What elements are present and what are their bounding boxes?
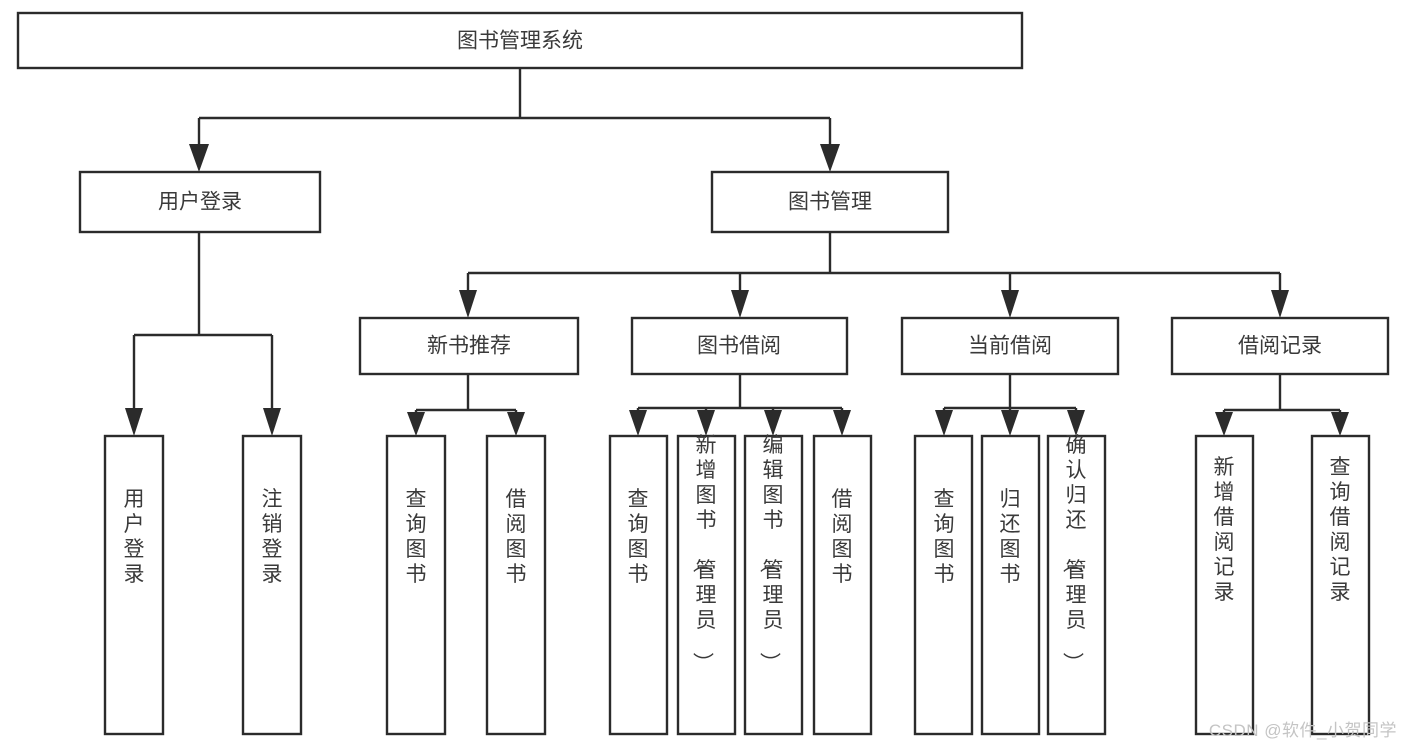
node-box-leaf-confirm-return[interactable] xyxy=(1046,434,1107,736)
arrow-head-icon xyxy=(764,410,782,436)
arrow-head-icon xyxy=(629,410,647,436)
arrow-head-icon xyxy=(1215,412,1233,436)
node-leaf-query-book-3[interactable]: 查询图书 xyxy=(913,434,974,736)
node-label-root: 图书管理系统 xyxy=(457,30,583,53)
node-leaf-confirm-return[interactable]: 确认归还（管理员） xyxy=(1046,434,1107,736)
edge-new-book-recommend-to-leaves xyxy=(407,374,525,436)
node-leaf-borrow-book-2[interactable]: 借阅图书 xyxy=(812,434,873,736)
node-leaf-user-logout[interactable]: 注销登录 xyxy=(241,434,303,736)
node-label-current-borrow: 当前借阅 xyxy=(968,335,1052,358)
edge-root-to-level2 xyxy=(189,68,840,172)
node-label-leaf-query-book-3: 查询图书 xyxy=(934,488,955,586)
node-label-leaf-edit-book: 编辑图书（管理员） xyxy=(758,434,784,673)
node-box-leaf-borrow-book-2[interactable] xyxy=(812,434,873,736)
node-leaf-edit-book[interactable]: 编辑图书（管理员） xyxy=(743,434,804,736)
edge-current-borrow-to-leaves xyxy=(935,374,1085,436)
node-label-borrow-record: 借阅记录 xyxy=(1238,335,1322,358)
node-root[interactable]: 图书管理系统 xyxy=(16,11,1024,70)
arrow-head-icon xyxy=(935,410,953,436)
edge-book-borrow-to-leaves xyxy=(629,374,851,436)
node-box-root[interactable] xyxy=(16,11,1024,70)
arrow-head-icon xyxy=(189,144,209,172)
node-label-leaf-query-book-2: 查询图书 xyxy=(628,488,649,586)
node-label-leaf-query-record: 查询借阅记录 xyxy=(1330,456,1351,604)
arrow-head-icon xyxy=(1001,410,1019,436)
node-leaf-query-book-2[interactable]: 查询图书 xyxy=(608,434,669,736)
node-box-leaf-query-book-3[interactable] xyxy=(913,434,974,736)
node-label-leaf-confirm-return: 确认归还（管理员） xyxy=(1061,434,1087,673)
node-book-borrow[interactable]: 图书借阅 xyxy=(630,316,849,376)
arrow-head-icon xyxy=(407,412,425,436)
arrow-head-icon xyxy=(263,408,281,436)
arrow-head-icon xyxy=(697,410,715,436)
connector-layer xyxy=(125,68,1349,436)
node-box-current-borrow[interactable] xyxy=(900,316,1120,376)
node-label-leaf-add-book: 新增图书（管理员） xyxy=(691,434,717,673)
node-box-leaf-query-book-1[interactable] xyxy=(385,434,447,736)
node-label-leaf-return-book: 归还图书 xyxy=(1000,488,1021,586)
edge-user-login-to-leaves xyxy=(125,232,281,436)
arrow-head-icon xyxy=(820,144,840,172)
node-box-leaf-user-login[interactable] xyxy=(103,434,165,736)
arrow-head-icon xyxy=(1001,290,1019,318)
node-box-leaf-query-book-2[interactable] xyxy=(608,434,669,736)
node-leaf-query-record[interactable]: 查询借阅记录 xyxy=(1310,434,1371,736)
node-label-leaf-user-logout: 注销登录 xyxy=(262,488,283,586)
node-label-leaf-borrow-book-1: 借阅图书 xyxy=(506,488,527,586)
node-borrow-record[interactable]: 借阅记录 xyxy=(1170,316,1390,376)
node-box-leaf-return-book[interactable] xyxy=(980,434,1041,736)
node-label-book-management: 图书管理 xyxy=(788,191,872,214)
arrow-head-icon xyxy=(125,408,143,436)
node-box-book-borrow[interactable] xyxy=(630,316,849,376)
node-label-user-login: 用户登录 xyxy=(158,191,242,214)
node-box-leaf-edit-book[interactable] xyxy=(743,434,804,736)
node-layer: 图书管理系统 用户登录 图书管理 新书推荐 图书借阅 xyxy=(16,11,1390,736)
node-box-leaf-user-logout[interactable] xyxy=(241,434,303,736)
node-leaf-add-record[interactable]: 新增借阅记录 xyxy=(1194,434,1255,736)
arrow-head-icon xyxy=(833,410,851,436)
node-box-leaf-add-record[interactable] xyxy=(1194,434,1255,736)
node-label-leaf-user-login: 用户登录 xyxy=(124,488,145,586)
node-label-book-borrow: 图书借阅 xyxy=(697,335,781,358)
node-leaf-borrow-book-1[interactable]: 借阅图书 xyxy=(485,434,547,736)
node-leaf-query-book-1[interactable]: 查询图书 xyxy=(385,434,447,736)
arrow-head-icon xyxy=(507,412,525,436)
node-leaf-user-login[interactable]: 用户登录 xyxy=(103,434,165,736)
node-leaf-add-book[interactable]: 新增图书（管理员） xyxy=(676,434,737,736)
node-box-leaf-add-book[interactable] xyxy=(676,434,737,736)
arrow-head-icon xyxy=(731,290,749,318)
arrow-head-icon xyxy=(1271,290,1289,318)
arrow-head-icon xyxy=(459,290,477,318)
node-label-leaf-borrow-book-2: 借阅图书 xyxy=(832,488,853,586)
node-box-leaf-borrow-book-1[interactable] xyxy=(485,434,547,736)
arrow-head-icon xyxy=(1067,410,1085,436)
arrow-head-icon xyxy=(1331,412,1349,436)
node-book-management[interactable]: 图书管理 xyxy=(710,170,950,234)
node-leaf-return-book[interactable]: 归还图书 xyxy=(980,434,1041,736)
node-label-leaf-add-record: 新增借阅记录 xyxy=(1214,456,1235,604)
node-box-book-management[interactable] xyxy=(710,170,950,234)
edge-book-management-to-level3 xyxy=(459,232,1289,318)
node-box-borrow-record[interactable] xyxy=(1170,316,1390,376)
edge-borrow-record-to-leaves xyxy=(1215,374,1349,436)
node-box-leaf-query-record[interactable] xyxy=(1310,434,1371,736)
node-box-user-login[interactable] xyxy=(78,170,322,234)
node-box-new-book-recommend[interactable] xyxy=(358,316,580,376)
node-current-borrow[interactable]: 当前借阅 xyxy=(900,316,1120,376)
node-label-new-book-recommend: 新书推荐 xyxy=(427,335,511,358)
node-user-login[interactable]: 用户登录 xyxy=(78,170,322,234)
node-label-leaf-query-book-1: 查询图书 xyxy=(406,488,427,586)
node-new-book-recommend[interactable]: 新书推荐 xyxy=(358,316,580,376)
